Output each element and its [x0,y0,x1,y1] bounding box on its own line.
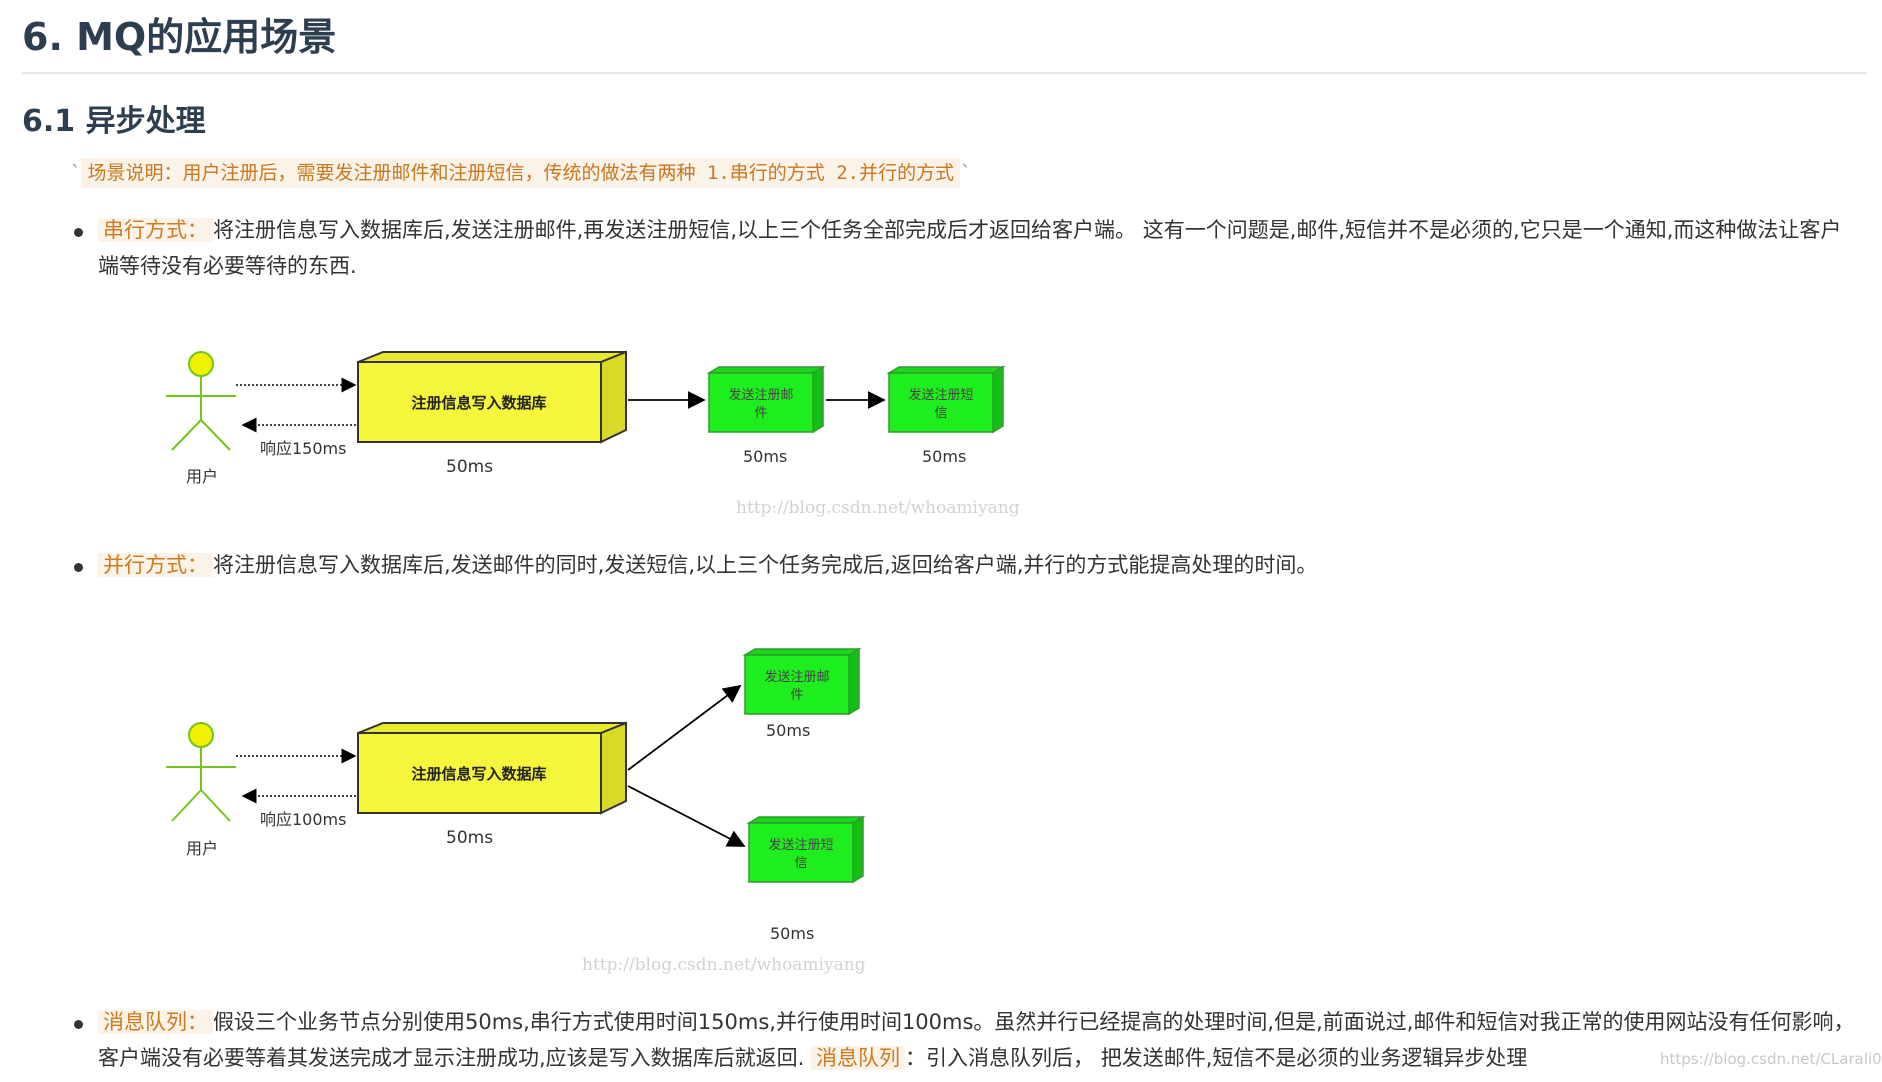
scenario-text: 场景说明：用户注册后，需要发注册邮件和注册短信，传统的做法有两种 1.串行的方式… [81,158,961,188]
sms-box-label-2: 信 [794,856,807,871]
bullet-dot [74,563,83,572]
email-box [706,365,826,434]
sms-time: 50ms [770,924,814,943]
mq-paragraph: 消息队列：假设三个业务节点分别使用50ms,串行方式使用时间150ms,并行使用… [98,1004,1858,1076]
response-label: 响应150ms [260,439,346,458]
bullet-dot [74,228,83,237]
email-box-label-1: 发送注册邮 [764,669,829,685]
parallel-text: 将注册信息写入数据库后,发送邮件的同时,发送短信,以上三个任务完成后,返回给客户… [213,553,1318,577]
sms-box-label-1: 发送注册短 [768,837,833,853]
parallel-diagram: 用户 响应100ms 注册信息写入数据库 50ms 发送注册邮 件 50ms 发… [166,647,866,975]
sms-box-label-1: 发送注册短 [908,387,973,403]
diagram1-watermark: http://blog.csdn.net/whoamiyang [736,498,1020,518]
db-time: 50ms [446,828,493,848]
serial-diagram: 用户 响应150ms 注册信息写入数据库 50ms 发送注册邮 件 50ms 发… [166,350,1020,518]
email-box [742,647,862,716]
parallel-paragraph: 并行方式：将注册信息写入数据库后,发送邮件的同时,发送短信,以上三个任务完成后,… [98,547,1858,583]
backtick-close: ` [960,162,972,184]
email-time: 50ms [743,447,787,466]
diagram2-watermark: http://blog.csdn.net/whoamiyang [582,955,866,975]
mq-text-1: 假设三个业务节点分别使用50ms,串行方式使用时间150ms,并行使用时间100… [98,1010,1855,1070]
email-time: 50ms [766,721,810,740]
backtick-open: ` [70,162,82,184]
title-divider [22,72,1867,74]
db-box-label: 注册信息写入数据库 [411,765,546,783]
db-box [357,721,627,815]
db-to-email-arrow [627,684,742,771]
user-label: 用户 [186,467,218,486]
mq-label-2: 消息队列 [811,1046,906,1070]
sms-time: 50ms [922,447,966,466]
email-box-label-1: 发送注册邮 [728,387,793,403]
serial-text: 将注册信息写入数据库后,发送注册邮件,再发送注册短信,以上三个任务全部完成后才返… [98,218,1842,278]
user-icon [166,722,236,822]
db-time: 50ms [446,457,493,477]
parallel-label: 并行方式： [98,553,213,577]
scenario-code-line: `场景说明：用户注册后，需要发注册邮件和注册短信，传统的做法有两种 1.串行的方… [70,158,972,188]
section-title: 6.1 异步处理 [22,104,206,139]
mq-text-2: ：引入消息队列后， 把发送邮件,短信不是必须的业务逻辑异步处理 [905,1046,1528,1070]
db-box-label: 注册信息写入数据库 [411,394,546,412]
email-box-label-2: 件 [790,688,803,703]
bullet-dot [74,1020,83,1029]
mq-label: 消息队列： [98,1010,213,1034]
user-label: 用户 [186,839,218,858]
response-label: 响应100ms [260,810,346,829]
page-title: 6. MQ的应用场景 [22,15,337,59]
serial-paragraph: 串行方式：将注册信息写入数据库后,发送注册邮件,再发送注册短信,以上三个任务全部… [98,212,1858,284]
sms-box [746,815,866,884]
sms-box-label-2: 信 [934,406,947,421]
serial-label: 串行方式： [98,218,213,242]
email-box-label-2: 件 [754,406,767,421]
corner-watermark: https://blog.csdn.net/CLarali0 [1660,1050,1882,1068]
sms-box [886,365,1006,434]
db-box [357,350,627,444]
db-to-sms-arrow [627,785,746,847]
user-icon [166,351,236,451]
